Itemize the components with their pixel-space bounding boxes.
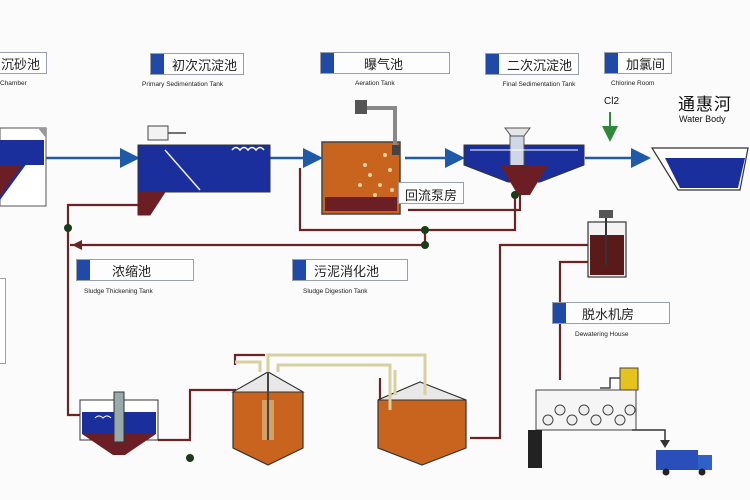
chlorine-room-label: 加氯间 <box>604 52 673 74</box>
digestion-tank-1 <box>231 371 305 466</box>
aeration-cn: 曝气池 <box>364 57 404 73</box>
label-marker-icon <box>553 303 566 323</box>
cl2-label: Cl2 <box>604 96 620 107</box>
sludge-holding-tank <box>587 210 627 278</box>
final-sedimentation-tank <box>463 127 585 195</box>
primary-sedimentation-cn: 初次沉淀池 <box>172 58 238 74</box>
sludge-digestion-en: Sludge Digestion Tank <box>303 288 368 295</box>
chlorine-room-cn: 加氯间 <box>626 57 666 73</box>
chlorine-room-en: Chlorine Room <box>611 80 655 87</box>
primary-sedimentation-label: 初次沉淀池 <box>150 53 245 75</box>
sludge-thickening-en: Sludge Thickening Tank <box>84 288 153 295</box>
sludge-truck-icon <box>656 450 712 476</box>
final-sedimentation-en: Final Sedimentation Tank <box>502 81 576 88</box>
aeration-label: 曝气池 <box>320 52 450 74</box>
dewatering-press <box>528 367 670 468</box>
final-sedimentation-cn: 二次沉淀池 <box>507 58 573 74</box>
grit-chamber-en: Chamber <box>0 80 27 87</box>
sludge-thickening-label: 浓缩池 <box>76 259 194 281</box>
grit-chamber-cn: 沉砂池 <box>1 57 41 73</box>
label-marker-icon <box>77 260 90 280</box>
dewatering-en: Dewatering House <box>575 331 629 338</box>
water-body-basin <box>650 147 749 191</box>
grit-chamber-label: 沉砂池 <box>0 52 48 74</box>
pipe-junctions <box>64 191 519 462</box>
aeration-en: Aeration Tank <box>355 80 395 87</box>
sludge-thickening-tank <box>79 391 159 455</box>
sludge-flow-arrow <box>72 240 200 250</box>
digestion-tank-2 <box>377 381 467 466</box>
label-marker-icon <box>486 54 499 74</box>
primary-sedimentation-tank <box>137 125 271 216</box>
gas-pipes <box>235 353 427 410</box>
offscreen-panel-edge <box>0 278 6 364</box>
label-marker-icon <box>321 53 334 73</box>
label-marker-icon <box>151 54 164 74</box>
final-sedimentation-label: 二次沉淀池 <box>485 53 580 75</box>
sludge-thickening-cn: 浓缩池 <box>112 264 152 280</box>
primary-sedimentation-en: Primary Sedimentation Tank <box>142 81 224 88</box>
dewatering-label: 脱水机房 <box>552 302 670 324</box>
grit-chamber-tank <box>0 127 47 207</box>
water-body-cn: 通惠河 <box>678 95 732 115</box>
sludge-digestion-cn: 污泥消化池 <box>314 264 380 280</box>
label-marker-icon <box>293 260 306 280</box>
water-body-en: Water Body <box>679 114 726 124</box>
label-marker-icon <box>605 53 618 73</box>
dewatering-cn: 脱水机房 <box>582 307 635 323</box>
return-pump-label: 回流泵房 <box>398 182 465 204</box>
aeration-tank <box>321 100 401 215</box>
sludge-digestion-label: 污泥消化池 <box>292 259 408 281</box>
